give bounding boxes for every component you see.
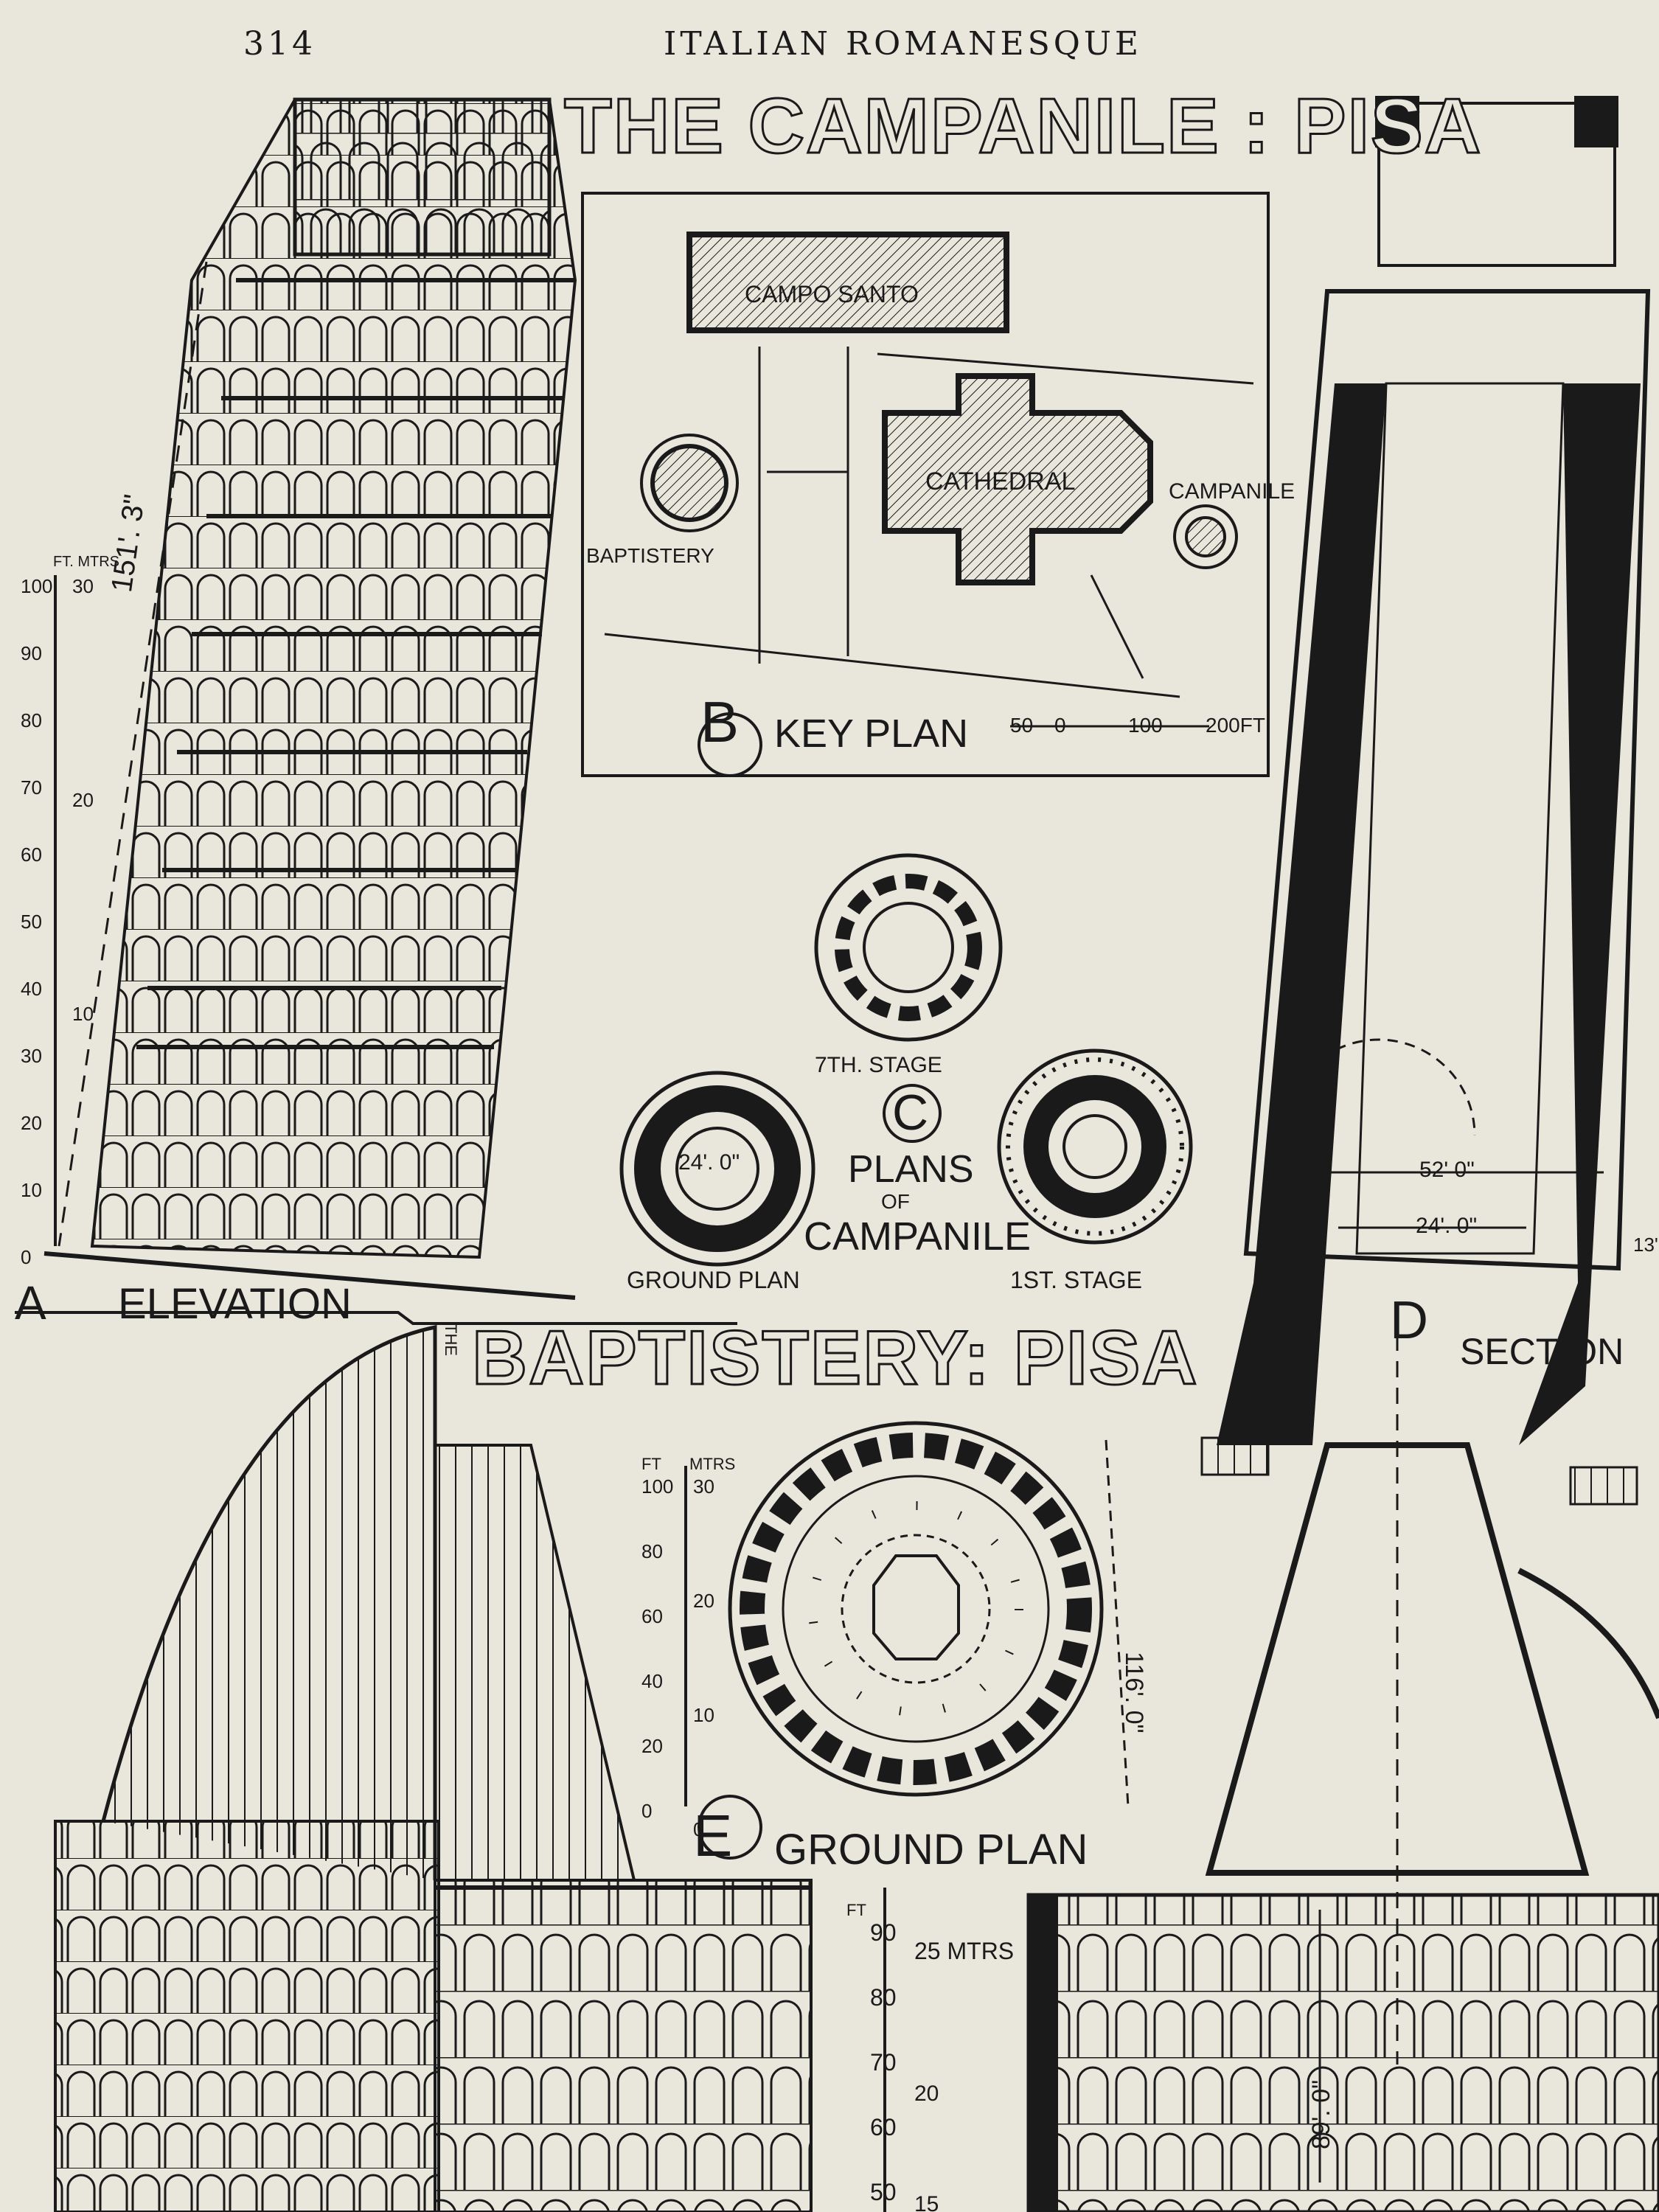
baptistery-scale-ft-tick: 0 xyxy=(641,1800,653,1822)
plans-diameter: 24'. 0" xyxy=(678,1150,740,1175)
elevation-scale-ft-tick: 30 xyxy=(21,1045,42,1067)
section-letter: D xyxy=(1390,1291,1428,1350)
elevation-scale-m-tick: 20 xyxy=(72,789,94,811)
lower-scale-m-tick: 15 xyxy=(914,2192,939,2212)
lower-scale-ft-tick: 90 xyxy=(870,1919,897,1946)
elevation-scale-m-tick: 30 xyxy=(72,575,94,597)
baptistery-scale-m-tick: 20 xyxy=(693,1590,714,1612)
elevation-scale-ft-tick: 100 xyxy=(21,575,53,597)
lower-scale-m-tick: 20 xyxy=(914,2081,939,2106)
baptistery-ground-plan-drawing xyxy=(684,1421,1130,1860)
section-dim-inner: 24'. 0" xyxy=(1416,1214,1478,1238)
ground-plan-label: GROUND PLAN xyxy=(627,1267,800,1293)
plans-label-3: CAMPANILE xyxy=(804,1214,1032,1259)
lower-scale-ft-tick: 50 xyxy=(870,2179,897,2205)
elevation-scale-ft-tick: 10 xyxy=(21,1179,42,1201)
elevation-scale-ft-tick: 40 xyxy=(21,978,42,1000)
campanile-title: THE CAMPANILE : PISA xyxy=(563,83,1483,170)
key-plan-scale-200ft: 200FT xyxy=(1206,714,1265,737)
ground-plan-e-letter: E xyxy=(693,1803,733,1868)
baptistery-section-height: 89'. 0" xyxy=(1307,2079,1335,2149)
elevation-scale-ft-tick: 70 xyxy=(21,776,42,799)
baptistery-elevation-drawing xyxy=(54,1324,886,2212)
elevation-scale-ft-tick: 50 xyxy=(21,911,42,933)
elevation-scale-ft-tick: 20 xyxy=(21,1112,42,1134)
lower-scale-ft-tick: 80 xyxy=(870,1984,897,2011)
cathedral-label: CATHEDRAL xyxy=(925,467,1076,495)
campanile-plans-drawing xyxy=(619,853,1193,1267)
campo-santo-label: CAMPO SANTO xyxy=(745,281,919,307)
section-dim-side: 13' xyxy=(1633,1234,1658,1256)
page-number: 314 xyxy=(243,25,316,63)
stage-1-label: 1ST. STAGE xyxy=(1010,1267,1143,1293)
baptistery-scale-m-tick: 0 xyxy=(693,1818,704,1840)
lower-scale-ft-tick: 70 xyxy=(870,2049,897,2076)
key-plan-letter: B xyxy=(700,689,740,754)
baptistery-scale-units-ft: FT xyxy=(641,1455,661,1473)
elevation-scale-ft-tick: 60 xyxy=(21,844,42,866)
elevation-scale-ft-tick: 0 xyxy=(21,1246,32,1268)
baptistery-title: BAPTISTERY: PISA xyxy=(470,1315,1199,1401)
baptistery-diameter: 116'. 0" xyxy=(1120,1652,1148,1733)
plans-letter: C xyxy=(892,1085,929,1141)
baptistery-section-drawing xyxy=(1026,1442,1659,2212)
key-plan-label: KEY PLAN xyxy=(774,712,969,756)
baptistery-scale-ft-tick: 80 xyxy=(641,1540,663,1562)
lower-scale-m-top: 25 MTRS xyxy=(914,1938,1015,1964)
campanile-elevation-drawing xyxy=(15,97,737,1325)
baptistery-title-prefix: THE xyxy=(442,1324,460,1356)
elevation-scale-ft-tick: 90 xyxy=(21,642,42,664)
elevation-scale-ft-tick: 80 xyxy=(21,709,42,731)
campanile-label: CAMPANILE xyxy=(1169,479,1295,504)
key-plan-scale-100: 100 xyxy=(1128,714,1163,737)
key-plan-drawing xyxy=(581,192,1270,777)
baptistery-scale-ft-tick: 20 xyxy=(641,1735,663,1757)
lower-scale-ft-tick: 60 xyxy=(870,2114,897,2140)
baptistery-scale-m-tick: 10 xyxy=(693,1704,714,1726)
ground-plan-e-label: GROUND PLAN xyxy=(774,1826,1088,1874)
stage-7-label: 7TH. STAGE xyxy=(815,1053,942,1077)
baptistery-scale-ft-tick: 40 xyxy=(641,1670,663,1692)
baptistery-scale-m-tick: 30 xyxy=(693,1475,714,1498)
elevation-letter: A xyxy=(15,1276,46,1329)
elevation-scale-m-tick: 10 xyxy=(72,1003,94,1025)
lower-scale-units: FT xyxy=(846,1901,866,1919)
section-label: SECTION xyxy=(1460,1331,1624,1372)
baptistery-scale-ft-tick: 60 xyxy=(641,1605,663,1627)
running-title: ITALIAN ROMANESQUE xyxy=(664,25,1143,63)
plans-label-2: OF xyxy=(881,1190,910,1213)
key-plan-scale-0: 0 xyxy=(1054,714,1066,737)
elevation-scale-units: FT. MTRS xyxy=(53,554,119,570)
plans-label-1: PLANS xyxy=(848,1148,974,1191)
campanile-section-drawing xyxy=(1200,96,1651,2065)
baptistery-scale-ft-tick: 100 xyxy=(641,1475,674,1498)
baptistery-scale-units-m: MTRS xyxy=(689,1455,736,1473)
baptistery-label: BAPTISTERY xyxy=(586,544,714,567)
key-plan-scale-50: 50 xyxy=(1010,714,1034,737)
elevation-label: ELEVATION xyxy=(118,1280,352,1328)
section-dim-outer: 52' 0" xyxy=(1419,1158,1475,1182)
